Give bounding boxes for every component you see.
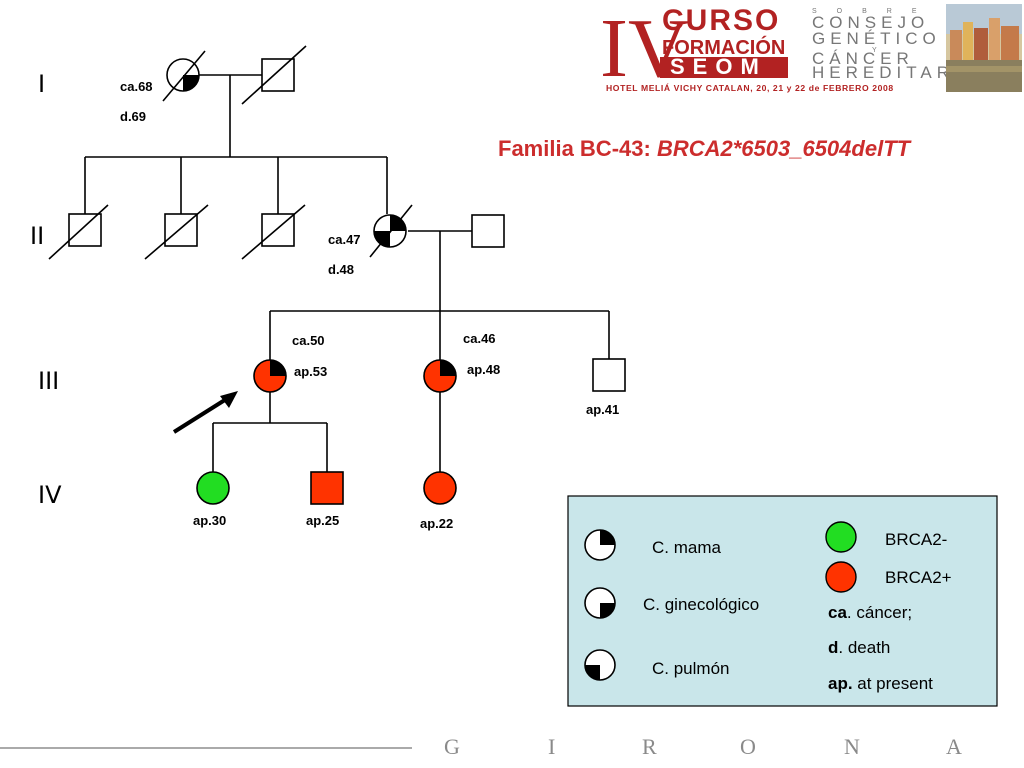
logo-word-seom: SEOM — [670, 54, 767, 79]
legend-abbr-ca: ca. cáncer; — [828, 603, 912, 622]
legend-item-brca-neg: BRCA2- — [825, 521, 947, 553]
individual-iv1: ap.30 — [193, 471, 230, 528]
family-title: Familia BC-43: BRCA2*6503_6504delTT — [498, 136, 912, 161]
individual-iii3: ap.41 — [586, 358, 626, 417]
quadrant-lung — [374, 231, 390, 247]
logo-word-formacion: FORMACIÓN — [662, 35, 785, 59]
legend-brca-neg-icon — [825, 521, 857, 553]
legend-box: C. mama C. ginecológico C. pulmón BRCA2-… — [567, 495, 998, 707]
symbol-male — [68, 213, 102, 247]
deceased-slash — [144, 204, 209, 260]
individual-iii2: ca.46 ap.48 — [423, 331, 500, 393]
legend-item-brca-pos: BRCA2+ — [825, 561, 952, 593]
footer-letter-r: R — [642, 734, 657, 759]
label-iii1-ap: ap.53 — [294, 364, 327, 379]
generation-label-iv: IV — [38, 481, 62, 509]
council-small-sobre: SOBRE — [812, 8, 937, 15]
individual-iv3: ap.22 — [420, 471, 457, 531]
council-word-1: CONSEJO — [812, 13, 929, 32]
legend-item-gyn: C. ginecológico — [584, 587, 759, 619]
course-logo: IV CURSO FORMACIÓN SEOM — [600, 2, 788, 95]
legend-abbr-d: d. death — [828, 638, 890, 657]
generation-label-iii: III — [38, 367, 59, 395]
deceased-slash — [48, 204, 109, 260]
individual-ii2 — [144, 204, 209, 260]
individual-iii1: ca.50 ap.53 — [253, 333, 327, 393]
label-i1-ca: ca.68 — [120, 79, 153, 94]
footer-letter-o: O — [740, 734, 756, 759]
council-word-3: CÁNCER — [812, 49, 914, 68]
legend-lung-label: C. pulmón — [652, 659, 729, 678]
legend-brca-pos-icon — [825, 561, 857, 593]
deceased-slash — [369, 204, 413, 258]
legend-breast-label: C. mama — [652, 538, 722, 557]
symbol-female-brca-pos — [423, 471, 457, 505]
proband-arrow — [172, 391, 238, 434]
logo-word-curso: CURSO — [662, 4, 780, 37]
footer-letter-g: G — [444, 734, 460, 759]
symbol-male — [261, 58, 295, 92]
legend-item-lung: C. pulmón — [584, 649, 729, 681]
label-iv2-ap: ap.25 — [306, 513, 339, 528]
council-text: SOBRE CONSEJO GENÉTICO Y CÁNCER HEREDITA… — [812, 8, 982, 82]
legend-brca-neg-label: BRCA2- — [885, 530, 947, 549]
council-word-4: HEREDITARIO — [812, 63, 982, 82]
legend-brca-pos-label: BRCA2+ — [885, 568, 952, 587]
footer-letter-n: N — [844, 734, 860, 759]
symbol-female-brca-neg — [196, 471, 230, 505]
generation-label-ii: II — [30, 222, 44, 250]
footer-letter-a: A — [946, 734, 962, 759]
family-title-prefix: Familia BC-43: — [498, 136, 657, 161]
council-word-2: GENÉTICO — [812, 29, 941, 48]
family-title-mutation: BRCA2*6503_6504delTT — [657, 136, 912, 161]
quadrant-breast — [440, 360, 456, 376]
deceased-slash — [241, 204, 306, 260]
label-iii2-ap: ap.48 — [467, 362, 500, 377]
individual-iv2: ap.25 — [306, 471, 344, 528]
individual-i1: ca.68 d.69 — [120, 50, 206, 124]
quadrant-breast — [183, 75, 199, 91]
legend-abbr-ap: ap. at present — [828, 674, 933, 693]
label-iii1-ca: ca.50 — [292, 333, 325, 348]
pedigree-lines — [84, 74, 610, 472]
logo-numeral: IV — [600, 2, 689, 95]
logo-seom-band — [660, 57, 788, 78]
label-iii2-ca: ca.46 — [463, 331, 496, 346]
symbol-male — [592, 358, 626, 392]
individual-ii1 — [48, 204, 109, 260]
label-i1-d: d.69 — [120, 109, 146, 124]
label-ii4-d: d.48 — [328, 262, 354, 277]
label-iv1-ap: ap.30 — [193, 513, 226, 528]
deceased-slash — [162, 50, 206, 102]
hotel-line: HOTEL MELIÁ VICHY CATALAN, 20, 21 y 22 d… — [606, 83, 894, 93]
label-iii3-ap: ap.41 — [586, 402, 619, 417]
label-ii4-ca: ca.47 — [328, 232, 361, 247]
deceased-slash — [241, 45, 307, 105]
city-photo — [946, 4, 1022, 92]
individual-ii4: ca.47 d.48 — [328, 204, 413, 277]
label-iv3-ap: ap.22 — [420, 516, 453, 531]
symbol-male — [261, 213, 295, 247]
council-small-y: Y — [872, 47, 877, 54]
individual-ii5 — [471, 214, 505, 248]
quadrant-breast — [270, 360, 286, 376]
footer: G I R O N A — [0, 734, 962, 759]
legend-background — [567, 495, 998, 707]
individual-ii3 — [241, 204, 306, 260]
footer-letter-i: I — [548, 734, 555, 759]
symbol-male — [471, 214, 505, 248]
legend-item-breast: C. mama — [584, 529, 722, 561]
symbol-male-brca-pos — [310, 471, 344, 505]
legend-gyn-label: C. ginecológico — [643, 595, 759, 614]
individual-i2 — [241, 45, 307, 105]
generation-label-i: I — [38, 70, 45, 98]
arrow-head — [220, 391, 238, 408]
